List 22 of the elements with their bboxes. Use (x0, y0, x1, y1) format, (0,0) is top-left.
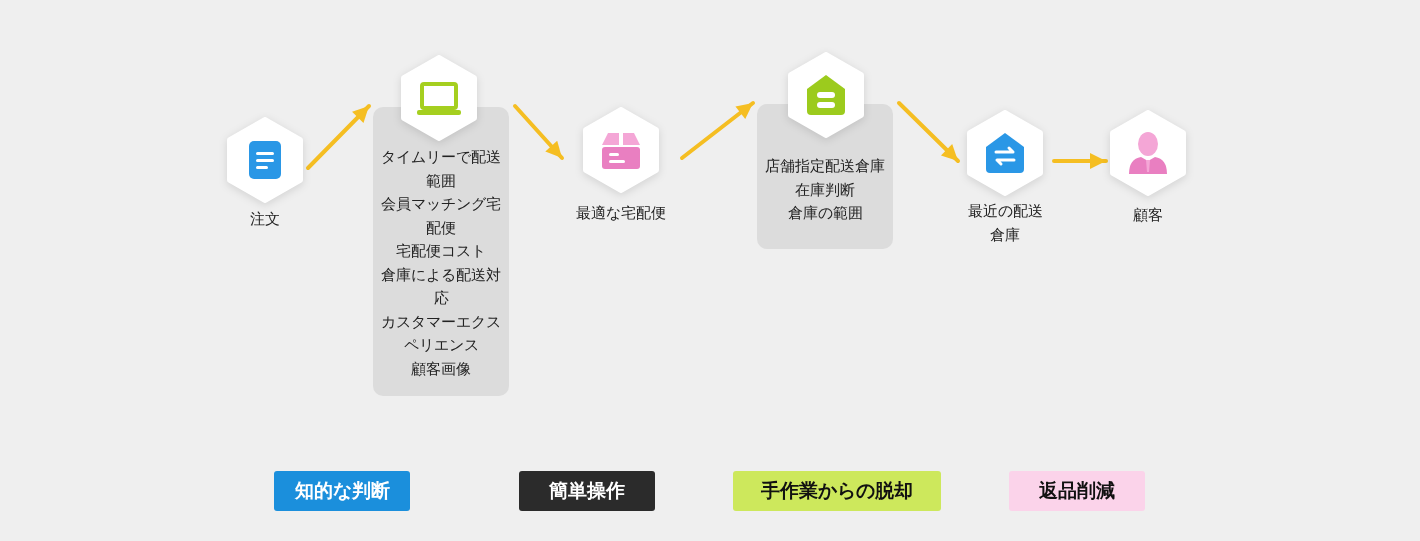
list-item: 在庫判断 (794, 179, 856, 201)
keyword-tag: 返品削減 (1009, 471, 1145, 511)
arrow (897, 101, 960, 163)
list-item: 顧客画像 (410, 358, 472, 380)
step-label: 注文 (249, 209, 281, 230)
arrow (1052, 153, 1108, 169)
keyword-tag: 知的な判断 (274, 471, 410, 511)
step-label: 最近の配送倉庫 (967, 201, 1043, 246)
list-item: 倉庫の範囲 (786, 203, 864, 224)
keyword-tag: 手作業からの脱却 (733, 471, 941, 511)
list-item: 宅配便コスト (395, 241, 487, 262)
arrow (513, 104, 564, 160)
step-label: 最適な宅配便 (575, 203, 667, 224)
keyword-tag: 簡単操作 (519, 471, 655, 511)
list-item: カスタマーエクスペリエンス (380, 311, 502, 356)
list-item: 倉庫による配送対応 (380, 264, 502, 309)
list-item: タイムリーで配送範囲 (380, 147, 502, 192)
arrow (306, 104, 371, 170)
list-item: 会員マッチング宅配便 (380, 194, 502, 239)
list-item: 店舗指定配送倉庫 (764, 156, 886, 177)
arrow (680, 101, 755, 160)
step-label: 顧客 (1132, 205, 1164, 226)
